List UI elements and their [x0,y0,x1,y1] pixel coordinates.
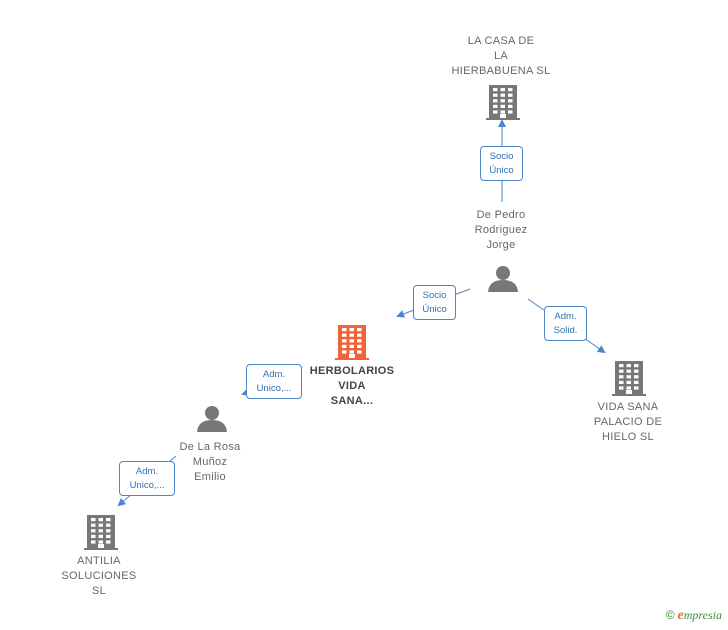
edge-label-delarosa-to-herbolarios[interactable]: Adm. Unico,... [246,364,302,399]
edge-label-line: Adm. [554,311,577,322]
edge-label-line: Adm. [262,369,286,380]
building-icon-casa[interactable] [486,85,520,120]
building-icon-herbolarios[interactable] [335,325,369,360]
node-label-casa[interactable]: LA CASA DE LA HIERBABUENA SL [436,34,566,79]
node-label-antilia[interactable]: ANTILIA SOLUCIONES SL [34,554,164,599]
node-label-line: De Pedro [476,209,526,221]
node-label-line: Jorge [486,239,516,251]
node-label-line: VIDA SANA [597,401,659,413]
node-label-line: SANA... [330,395,374,407]
edge-label-line: Solid. [553,325,578,336]
edge-label-line: Socio [422,290,447,301]
edge-label-line: Único [489,165,514,176]
node-label-vidasana[interactable]: VIDA SANA PALACIO DE HIELO SL [563,400,693,445]
person-icon-pedro[interactable] [488,266,518,292]
node-label-line: De La Rosa [179,441,241,453]
person-icon-delarosa[interactable] [197,406,227,432]
node-label-line: VIDA [338,380,366,392]
edge-label-line: Socio [489,151,514,162]
node-label-line: Emilio [194,471,226,483]
node-label-line: HIERBABUENA SL [451,65,551,77]
brand-name: mpresia [683,608,722,622]
node-label-line: Muñoz [192,456,228,468]
node-label-line: HERBOLARIOS [309,365,395,377]
node-label-line: SOLUCIONES [61,570,137,582]
brand-initial: e [677,608,684,623]
edge-label-pedro-to-vidasana[interactable]: Adm. Solid. [544,306,587,341]
building-icon-vidasana[interactable] [612,361,646,396]
node-label-line: HIELO SL [602,431,654,443]
node-label-line: LA [493,50,509,62]
node-label-line: LA CASA DE [467,35,535,47]
edge-label-line: Adm. [135,466,159,477]
node-label-line: ANTILIA [77,555,121,567]
copyright-symbol: © [665,608,675,622]
edge-label-line: Unico,... [129,480,165,491]
empresia-brand: ©empresia [666,608,722,624]
node-label-line: SL [91,585,107,597]
node-label-line: PALACIO DE [593,416,663,428]
node-label-herbolarios[interactable]: HERBOLARIOS VIDA SANA... [287,364,417,409]
edge-label-delarosa-to-antilia[interactable]: Adm. Unico,... [119,461,175,496]
node-label-line: Rodriguez [474,224,528,236]
edge-label-line: Unico,... [256,383,292,394]
building-icon-antilia[interactable] [84,515,118,550]
edge-label-line: Único [422,304,447,315]
